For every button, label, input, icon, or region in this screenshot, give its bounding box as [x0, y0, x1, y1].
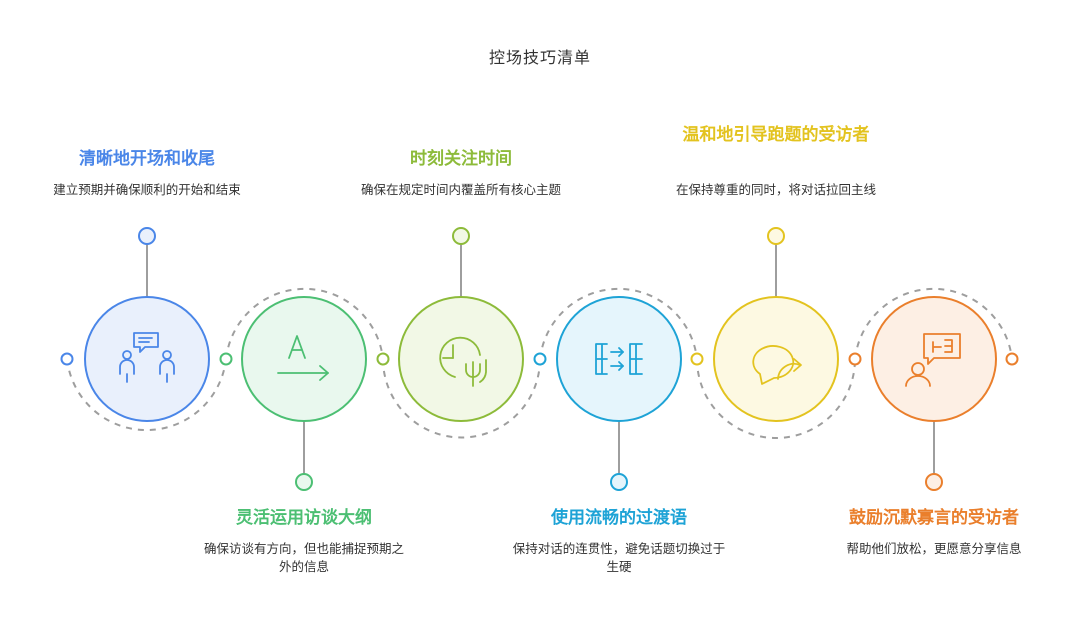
step-5-desc: 在保持尊重的同时，将对话拉回主线	[676, 182, 877, 197]
step-2-circle	[241, 296, 367, 422]
dashed-connector	[66, 287, 1013, 439]
step-2-title: 灵活运用访谈大纲	[236, 508, 372, 528]
step-6-desc: 帮助他们放松，更愿意分享信息	[846, 541, 1022, 556]
step-2-desc: 确保访谈有方向，但也能捕捉预期之外的信息	[204, 541, 405, 574]
step-5-node	[713, 227, 839, 422]
person-speak-icon	[905, 333, 961, 387]
step-1-desc: 建立预期并确保顺利的开始和结束	[53, 182, 241, 197]
text-arrow-icon	[277, 335, 329, 381]
step-3-title: 时刻关注时间	[410, 149, 512, 169]
step-4-title: 使用流畅的过渡语	[551, 508, 687, 528]
step-5-marker	[767, 227, 785, 245]
step-4-desc: 保持对话的连贯性，避免话题切换过于生硬	[512, 541, 726, 574]
step-1-marker	[138, 227, 156, 245]
step-5-circle	[713, 296, 839, 422]
transition-icon	[595, 343, 643, 375]
step-2-node	[241, 296, 367, 491]
path-junction-dots	[60, 352, 1019, 366]
step-4-circle	[556, 296, 682, 422]
people-chat-icon	[119, 332, 175, 383]
step-3-marker	[452, 227, 470, 245]
clock-plant-icon	[439, 336, 487, 387]
step-3-desc: 确保在规定时间内覆盖所有核心主题	[361, 182, 562, 197]
step-3-node	[398, 227, 524, 422]
step-3-circle	[398, 296, 524, 422]
step-6-title: 鼓励沉默寡言的受访者	[849, 508, 1019, 528]
step-4-marker	[610, 473, 628, 491]
step-6-node	[871, 296, 997, 491]
step-1-circle	[84, 296, 210, 422]
step-6-marker	[925, 473, 943, 491]
step-4-node	[556, 296, 682, 491]
redirect-chat-icon	[752, 345, 802, 385]
page-title: 控场技巧清单	[488, 48, 591, 67]
step-2-marker	[295, 473, 313, 491]
step-5-title: 温和地引导跑题的受访者	[682, 125, 870, 145]
step-1-title: 清晰地开场和收尾	[79, 149, 215, 169]
step-1-node	[84, 227, 210, 422]
